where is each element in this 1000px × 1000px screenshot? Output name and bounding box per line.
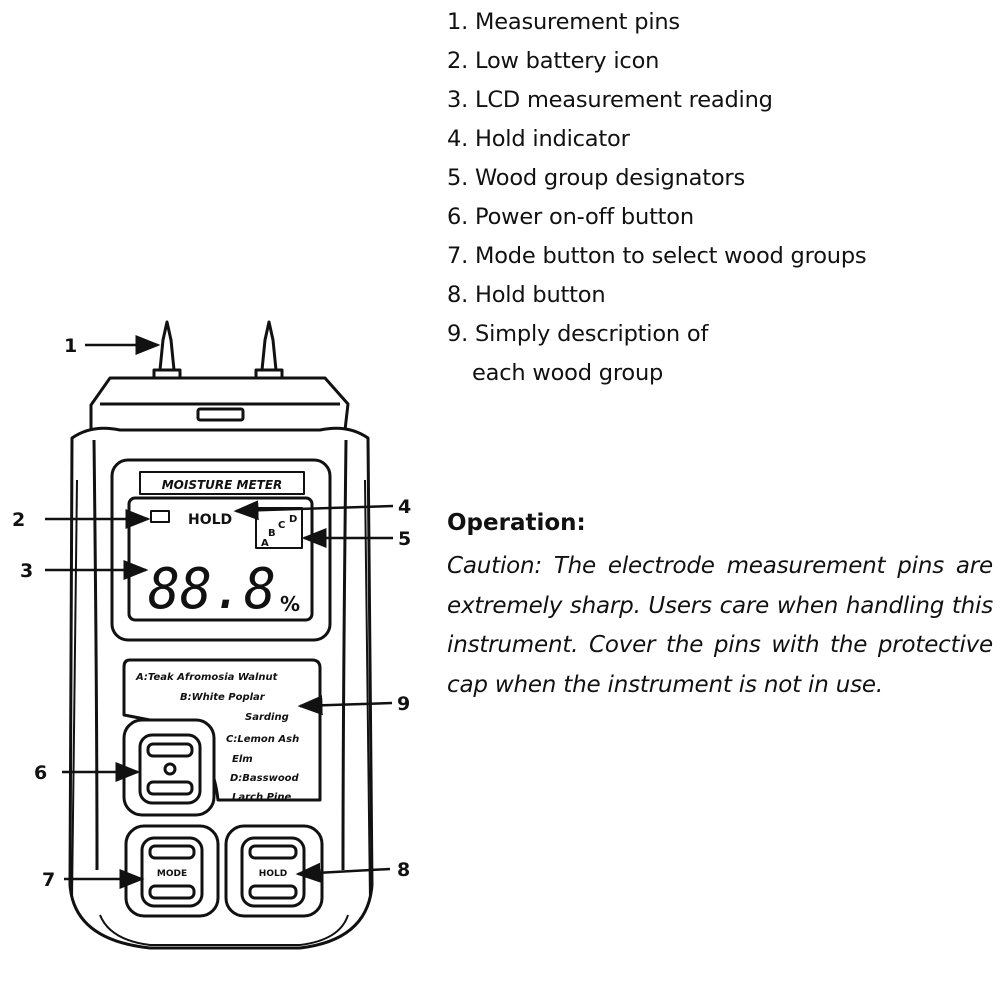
operation-title: Operation: <box>447 510 586 536</box>
power-button[interactable] <box>122 718 216 817</box>
callout-6: 6 <box>34 762 47 784</box>
callout-5: 5 <box>398 528 411 550</box>
wood-group-designator-box <box>255 507 303 549</box>
lcd-percent-unit: % <box>280 592 300 616</box>
mode-button-label: MODE <box>157 869 187 879</box>
legend-item: 2. Low battery icon <box>447 48 660 74</box>
legend-item: 9. Simply description of <box>447 321 709 347</box>
hold-button-label: HOLD <box>259 869 287 879</box>
callout-8: 8 <box>397 859 410 881</box>
callout-line-8 <box>295 862 391 883</box>
lcd-measurement-reading: 88.8 <box>148 557 276 622</box>
wood-group-b: B <box>268 528 276 539</box>
wood-desc-c: C:Lemon Ash <box>226 734 299 745</box>
low-battery-icon <box>150 510 170 523</box>
legend-item: 1. Measurement pins <box>447 9 680 35</box>
wood-group-d: D <box>289 514 297 525</box>
legend-item: 3. LCD measurement reading <box>447 87 773 113</box>
wood-desc-a: A:Teak Afromosia Walnut <box>135 672 279 683</box>
callout-line-9 <box>297 695 393 716</box>
callout-7: 7 <box>42 869 55 891</box>
legend-item: 7. Mode button to select wood groups <box>447 243 867 269</box>
wood-desc-b2: Sarding <box>245 712 289 723</box>
mode-button[interactable] <box>124 824 220 918</box>
legend-list: 1. Measurement pins 2. Low battery icon … <box>447 3 987 393</box>
wood-desc-d: D:Basswood <box>230 773 300 784</box>
callout-4: 4 <box>398 496 411 518</box>
hold-indicator: HOLD <box>188 512 232 528</box>
legend-item-continuation: each wood group <box>447 354 987 393</box>
legend-item: 4. Hold indicator <box>447 126 630 152</box>
callout-3: 3 <box>20 560 33 582</box>
legend-continuation-text: each wood group <box>472 360 664 386</box>
wood-group-c: C <box>278 520 285 531</box>
measurement-pins <box>152 320 284 381</box>
hold-button[interactable] <box>224 824 324 918</box>
callout-line-4 <box>233 500 394 521</box>
callout-9: 9 <box>397 693 410 715</box>
protective-cap <box>89 376 350 432</box>
brand-label: MOISTURE METER <box>162 478 283 492</box>
wood-group-a: A <box>261 538 269 549</box>
legend-item: 8. Hold button <box>447 282 606 308</box>
wood-desc-c2: Elm <box>232 754 253 765</box>
power-icon <box>163 762 177 776</box>
wood-desc-b: B:White Poplar <box>180 692 266 703</box>
operation-text: Caution: The electrode measurement pins … <box>447 553 993 698</box>
legend-item: 5. Wood group designators <box>447 165 746 191</box>
callout-2: 2 <box>12 509 25 531</box>
legend-item: 6. Power on-off button <box>447 204 694 230</box>
wood-desc-d2: Larch Pine <box>232 792 291 803</box>
callout-1: 1 <box>64 335 77 357</box>
